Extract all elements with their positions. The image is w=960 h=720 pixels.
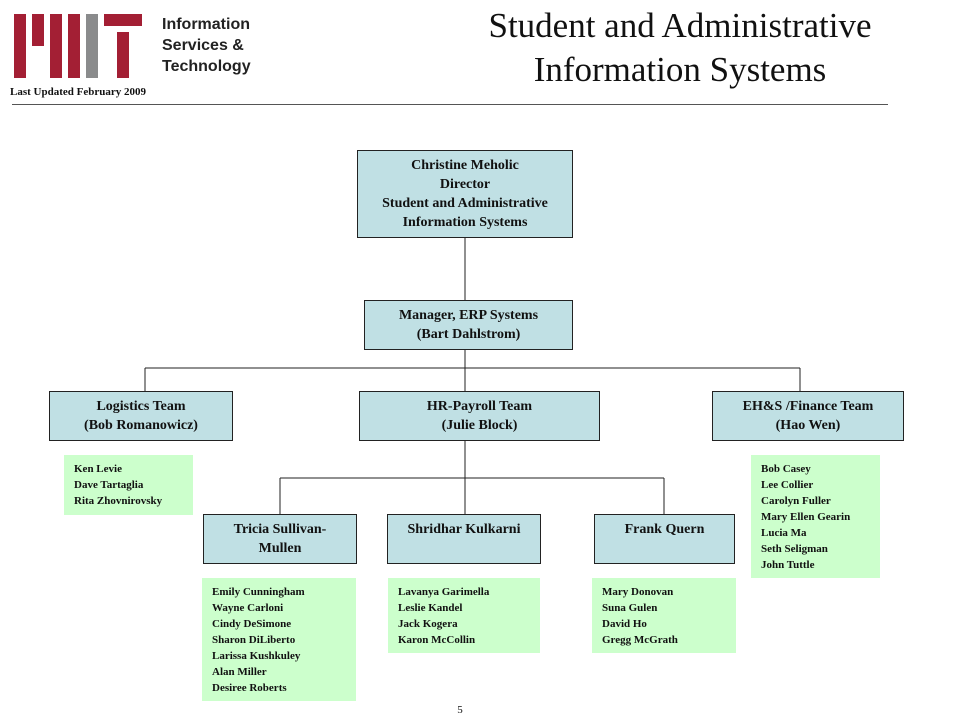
person-name: Mullen	[258, 541, 302, 556]
staff-member: Emily Cunningham	[212, 586, 305, 598]
manager-name: (Bart Dahlstrom)	[416, 327, 521, 342]
staff-member: Dave Tartaglia	[74, 479, 144, 491]
staff-member: Suna Gulen	[602, 602, 658, 614]
tricia-staff-list: Emily Cunningham Wayne Carloni Cindy DeS…	[202, 578, 356, 701]
staff-member: John Tuttle	[761, 559, 815, 571]
person-name: Tricia Sullivan-	[233, 522, 327, 537]
staff-member: Gregg McGrath	[602, 634, 678, 646]
logo-bar-5	[86, 14, 98, 78]
team-lead-name: (Hao Wen)	[775, 418, 841, 433]
frank-box: Frank Quern	[594, 514, 735, 564]
staff-member: Lucia Ma	[761, 527, 807, 539]
staff-member: Carolyn Fuller	[761, 495, 831, 507]
staff-member: Rita Zhovnirovsky	[74, 495, 163, 507]
logistics-team-box: Logistics Team (Bob Romanowicz)	[49, 391, 233, 441]
manager-title: Manager, ERP Systems	[398, 308, 539, 323]
logo-bar-2	[32, 14, 44, 46]
team-lead-name: (Julie Block)	[441, 418, 518, 433]
staff-member: Sharon DiLiberto	[212, 634, 296, 646]
staff-member: Mary Donovan	[602, 586, 674, 598]
staff-member: Jack Kogera	[398, 618, 458, 630]
manager-box: Manager, ERP Systems (Bart Dahlstrom)	[364, 300, 573, 350]
team-label: EH&S /Finance Team	[742, 399, 874, 414]
director-box: Christine Meholic Director Student and A…	[357, 150, 573, 238]
team-lead-name: (Bob Romanowicz)	[84, 418, 198, 433]
last-updated: Last Updated February 2009	[10, 86, 146, 98]
tricia-box: Tricia Sullivan- Mullen	[203, 514, 357, 564]
team-label: HR-Payroll Team	[426, 399, 533, 414]
logistics-staff-list: Ken Levie Dave Tartaglia Rita Zhovnirovs…	[64, 455, 193, 515]
staff-member: Desiree Roberts	[212, 682, 287, 694]
hr-payroll-team-box: HR-Payroll Team (Julie Block)	[359, 391, 600, 441]
staff-member: Mary Ellen Gearin	[761, 511, 851, 523]
staff-member: Ken Levie	[74, 463, 122, 475]
finance-team-box: EH&S /Finance Team (Hao Wen)	[712, 391, 904, 441]
org-name-line: Technology	[162, 58, 251, 75]
mit-logo	[14, 14, 142, 78]
org-name: Information Services & Technology	[162, 14, 282, 77]
title-line: Information Systems	[533, 50, 827, 89]
team-label: Logistics Team	[96, 399, 186, 414]
staff-member: Seth Seligman	[761, 543, 828, 555]
finance-staff-list: Bob Casey Lee Collier Carolyn Fuller Mar…	[751, 455, 880, 578]
shridhar-staff-list: Lavanya Garimella Leslie Kandel Jack Kog…	[388, 578, 540, 653]
staff-member: Lee Collier	[761, 479, 814, 491]
logo-bar-1	[14, 14, 26, 78]
shridhar-box: Shridhar Kulkarni	[387, 514, 541, 564]
logo-bar-6	[104, 14, 142, 26]
person-name: Shridhar Kulkarni	[407, 522, 521, 537]
person-name: Frank Quern	[624, 522, 705, 537]
title-line: Student and Administrative	[488, 6, 872, 45]
staff-member: Leslie Kandel	[398, 602, 463, 614]
logo-bar-7	[117, 32, 129, 78]
staff-member: Wayne Carloni	[212, 602, 284, 614]
logo-bar-4	[68, 14, 80, 78]
director-dept: Information Systems	[402, 215, 528, 230]
frank-staff-list: Mary Donovan Suna Gulen David Ho Gregg M…	[592, 578, 736, 653]
director-name: Christine Meholic	[411, 158, 519, 173]
header-divider	[12, 104, 888, 105]
staff-member: Alan Miller	[212, 666, 267, 678]
staff-member: Lavanya Garimella	[398, 586, 490, 598]
page-number: 5	[457, 704, 463, 716]
director-dept: Student and Administrative	[382, 196, 548, 211]
page-title: Student and Administrative Information S…	[420, 4, 940, 92]
staff-member: Larissa Kushkuley	[212, 650, 301, 662]
director-title: Director	[439, 177, 491, 192]
org-name-line: Services &	[162, 37, 244, 54]
logo-bar-3	[50, 14, 62, 78]
staff-member: Bob Casey	[761, 463, 811, 475]
org-name-line: Information	[162, 16, 250, 33]
staff-member: Cindy DeSimone	[212, 618, 292, 630]
staff-member: Karon McCollin	[398, 634, 476, 646]
staff-member: David Ho	[602, 618, 647, 630]
